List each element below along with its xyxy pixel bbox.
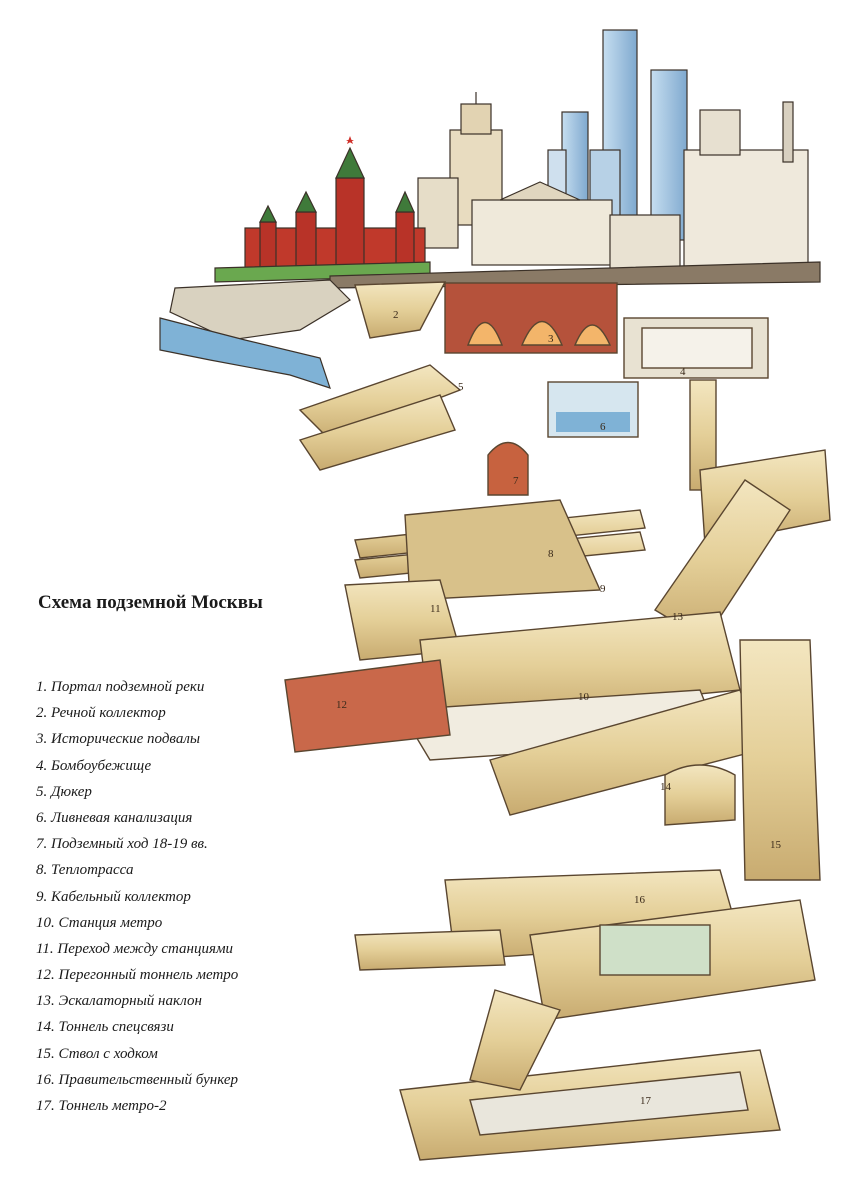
storm-sewer-water bbox=[556, 412, 630, 432]
marker-10: 10 bbox=[578, 691, 590, 703]
marker-16: 16 bbox=[634, 894, 646, 906]
kremlin-tower bbox=[335, 177, 365, 271]
legend-item: 17. Тоннель метро-2 bbox=[36, 1098, 167, 1114]
kremlin-tower-roof bbox=[395, 190, 415, 213]
legend-item: 1. Портал подземной реки bbox=[36, 679, 205, 695]
classical-roof bbox=[499, 181, 581, 201]
classical-building bbox=[471, 199, 613, 266]
metro2-inner bbox=[469, 1071, 749, 1136]
marker-14: 14 bbox=[660, 781, 672, 793]
river-embankment bbox=[159, 279, 351, 389]
legend-item: 11. Переход между станциями bbox=[36, 940, 234, 957]
marker-8: 8 bbox=[548, 548, 554, 560]
marker-4: 4 bbox=[680, 366, 686, 378]
cellar-arch bbox=[520, 320, 564, 346]
legend-item: 12. Перегонный тоннель метро bbox=[36, 967, 239, 984]
deep-layer bbox=[354, 869, 816, 1161]
marker-12: 12 bbox=[336, 699, 347, 711]
kremlin-tower-roof bbox=[295, 190, 317, 213]
legend-item: 13. Эскалаторный наклон bbox=[36, 993, 202, 1010]
legend-item: 14. Тоннель спецсвязи bbox=[36, 1019, 174, 1036]
bunker-arm bbox=[354, 929, 506, 971]
stalin-tower-top bbox=[460, 103, 492, 135]
legend-item: 6. Ливневая канализация bbox=[36, 809, 193, 826]
connector-pipe bbox=[469, 989, 561, 1091]
bunker-room bbox=[599, 924, 711, 976]
marker-2: 2 bbox=[393, 309, 399, 321]
utility-layer bbox=[354, 449, 831, 641]
running-tunnel bbox=[284, 659, 451, 753]
marker-3: 3 bbox=[548, 333, 554, 345]
marker-11: 11 bbox=[430, 603, 441, 615]
marker-7: 7 bbox=[513, 475, 519, 487]
diagram-title: Схема подземной Москвы bbox=[38, 592, 263, 613]
bomb-shelter-room bbox=[641, 327, 753, 369]
factory-building bbox=[683, 149, 809, 271]
marker-17: 17 bbox=[640, 1095, 652, 1107]
building bbox=[609, 214, 681, 271]
marker-15: 15 bbox=[770, 839, 782, 851]
marker-9: 9 bbox=[600, 583, 606, 595]
cellar-arch bbox=[573, 324, 612, 346]
river-water bbox=[159, 317, 331, 389]
city-skyline bbox=[214, 29, 821, 289]
vertical-shaft bbox=[739, 639, 821, 881]
duker-pipe bbox=[298, 364, 462, 441]
cable-collector bbox=[404, 499, 602, 601]
legend-item: 3. Исторические подвалы bbox=[36, 731, 201, 748]
cellar-arch bbox=[466, 322, 504, 346]
legend-item: 9. Кабельный коллектор bbox=[36, 888, 191, 905]
kremlin-tower bbox=[259, 221, 277, 271]
comms-tunnel bbox=[664, 764, 736, 826]
diagram-markers: 2 3 4 5 6 7 8 9 10 11 12 13 14 15 16 17 bbox=[336, 309, 782, 1107]
legend-item: 8. Теплотрасса bbox=[36, 862, 134, 879]
upper-layer bbox=[298, 281, 769, 496]
kremlin-tower-roof bbox=[335, 146, 365, 179]
legend-list: 1. Портал подземной реки 2. Речной колле… bbox=[36, 674, 238, 1119]
marker-5: 5 bbox=[458, 381, 464, 393]
factory-shed bbox=[699, 109, 741, 156]
river-collector-tunnel bbox=[354, 281, 447, 339]
marker-6: 6 bbox=[600, 421, 606, 433]
kremlin-tower bbox=[295, 211, 317, 271]
underground-passage bbox=[487, 441, 529, 496]
metro-layer bbox=[284, 579, 821, 881]
legend-item: 2. Речной коллектор bbox=[36, 705, 166, 722]
factory-chimney bbox=[782, 101, 794, 163]
legend-item: 4. Бомбоубежище bbox=[36, 757, 152, 774]
kremlin-star-icon bbox=[346, 136, 354, 144]
kremlin-tower-roof bbox=[259, 204, 277, 223]
legend-item: 7. Подземный ход 18-19 вв. bbox=[36, 836, 208, 853]
legend-item: 15. Ствол с ходком bbox=[36, 1045, 158, 1062]
marker-13: 13 bbox=[672, 611, 684, 623]
skyscraper bbox=[650, 69, 688, 241]
legend-item: 16. Правительственный бункер bbox=[36, 1071, 239, 1088]
legend-item: 10. Станция метро bbox=[36, 914, 163, 931]
embankment-wall bbox=[169, 279, 351, 341]
legend-item: 5. Дюкер bbox=[36, 783, 92, 800]
duker-pipe bbox=[298, 394, 456, 471]
kremlin-tower bbox=[395, 211, 415, 271]
